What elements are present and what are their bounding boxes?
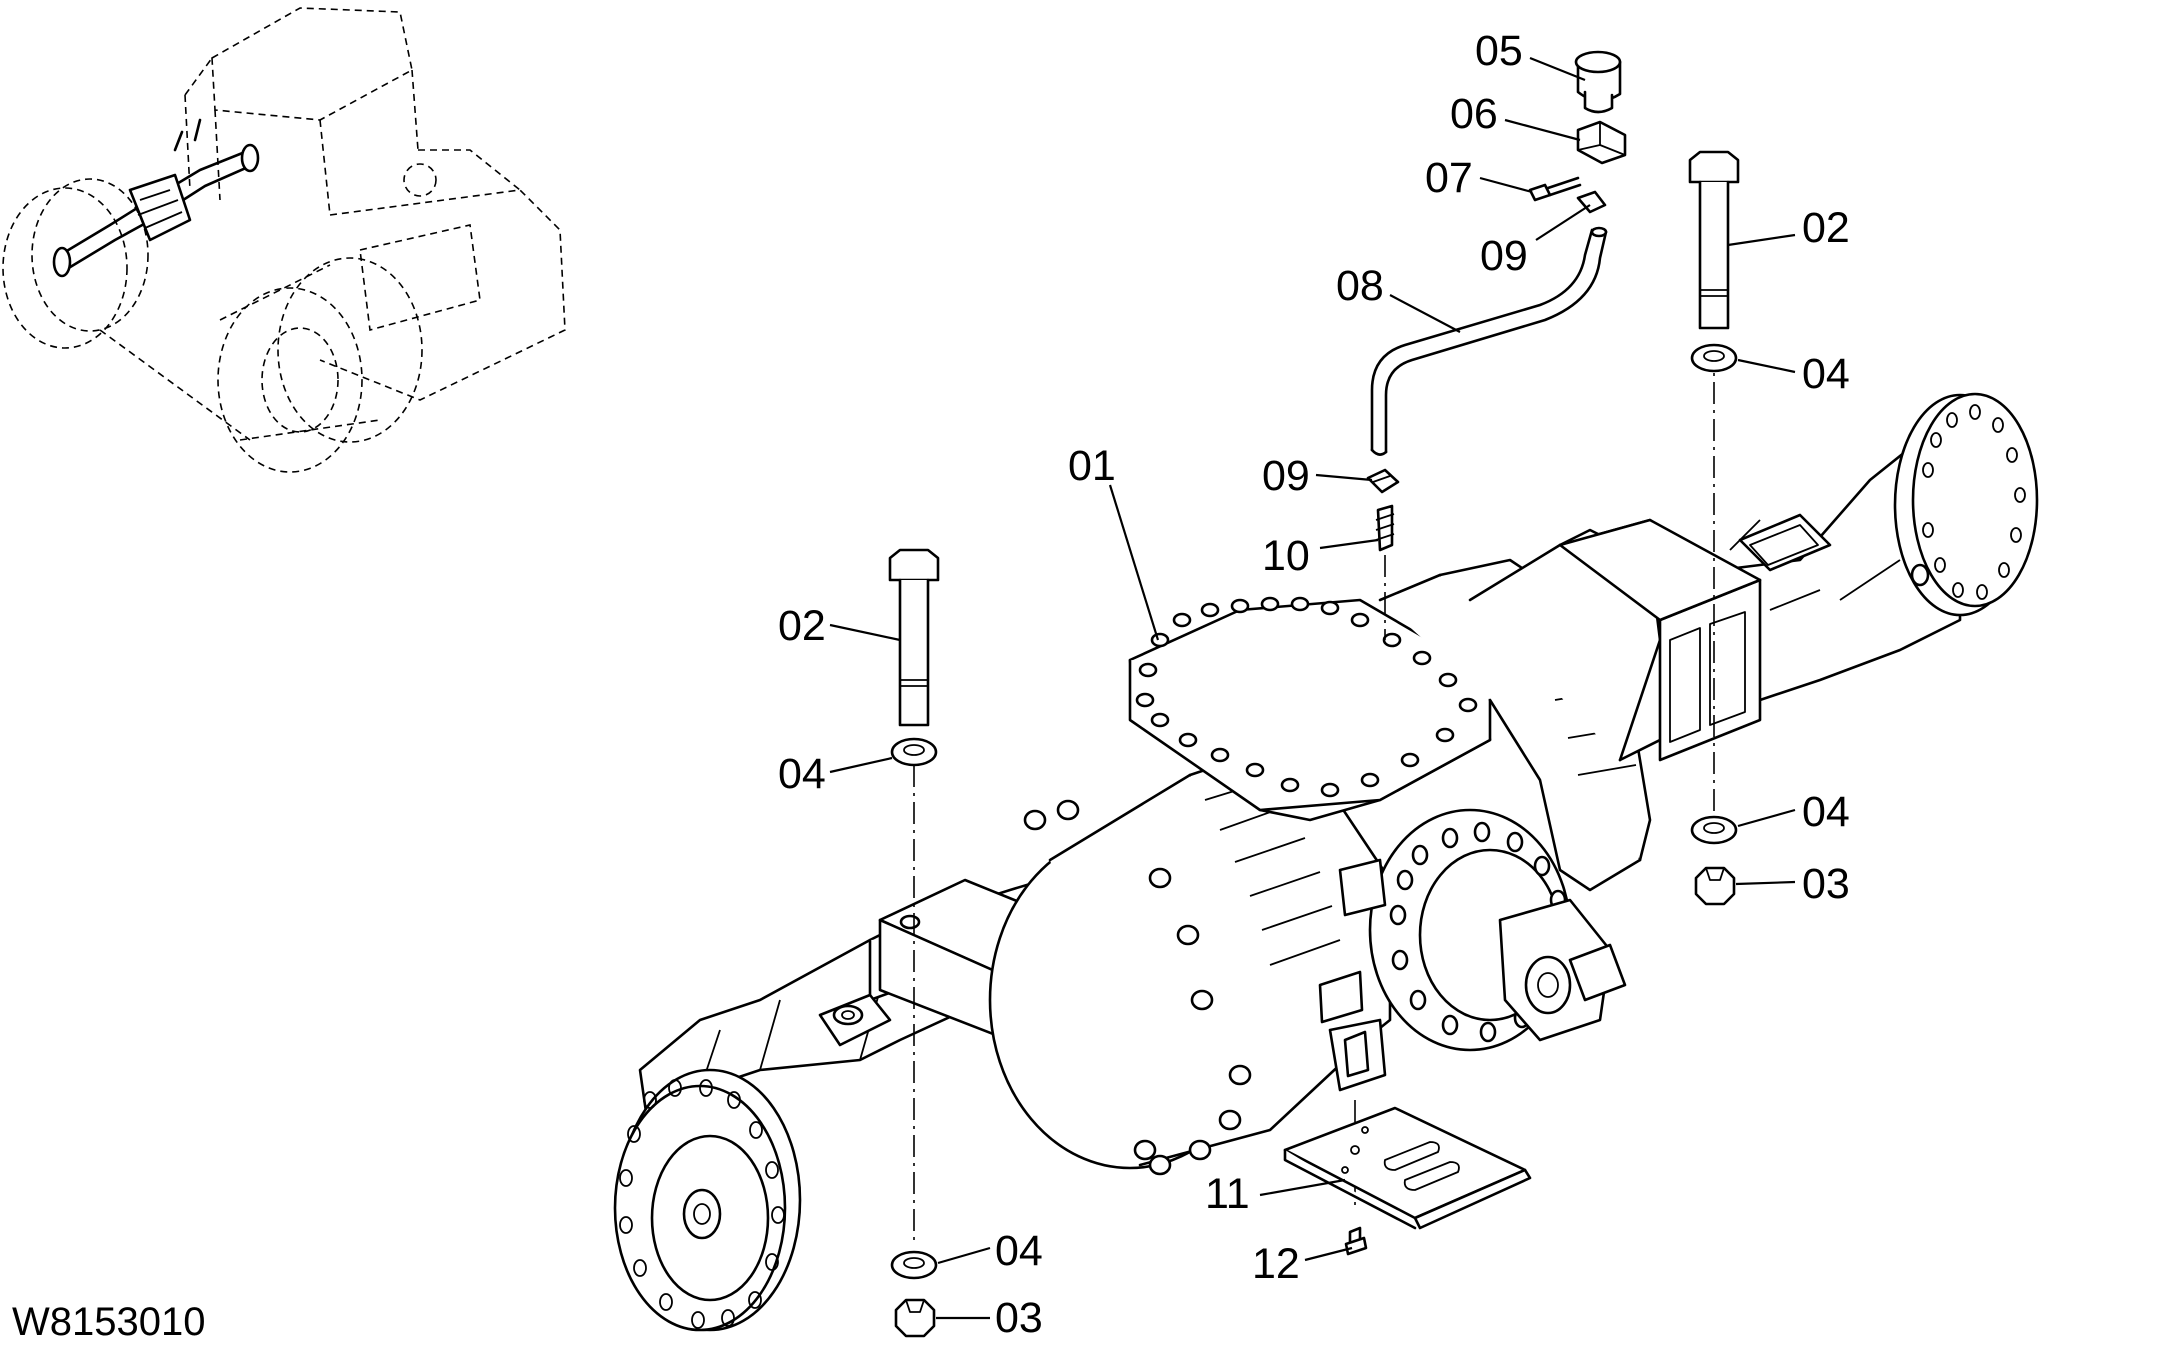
part-10-adapter: [1375, 504, 1395, 552]
part-04-right-upper-washer: [1690, 343, 1738, 373]
callout-03-right: 03: [1802, 860, 1850, 908]
part-03-left-nut: [894, 1298, 936, 1338]
part-08-breather-hose: [1370, 226, 1608, 456]
callout-12: 12: [1252, 1240, 1300, 1288]
part-04-left-upper-washer: [890, 737, 938, 767]
part-11-guard-plate: [1283, 1106, 1532, 1230]
right-wheel-flange: [1893, 392, 2039, 617]
callout-10: 10: [1262, 532, 1310, 580]
leader-lines: [829, 56, 1796, 1320]
callout-09-lower: 09: [1262, 452, 1310, 500]
callout-03-left: 03: [995, 1294, 1043, 1342]
callout-02-left: 02: [778, 602, 826, 650]
callout-09-upper: 09: [1480, 232, 1528, 280]
callout-05: 05: [1475, 27, 1523, 75]
part-06-elbow-block: [1576, 120, 1627, 165]
callout-labels: 05 06 07 09 08 02 04 01 09 10 02 04 04 0…: [778, 27, 1850, 1342]
callout-04-right-lower: 04: [1802, 788, 1850, 836]
part-03-right-nut: [1694, 866, 1736, 906]
right-axle-arm: [1468, 438, 1962, 762]
part-12-bolt: [1344, 1226, 1368, 1256]
part-05-breather-cap: [1574, 50, 1622, 114]
callout-01: 01: [1068, 442, 1116, 490]
callout-04-left-upper: 04: [778, 750, 826, 798]
callout-11: 11: [1205, 1170, 1250, 1218]
callout-04-left-lower: 04: [995, 1227, 1043, 1275]
part-04-right-lower-washer: [1690, 815, 1738, 845]
vehicle-locator-thumbnail: [2, 7, 566, 473]
callout-06: 06: [1450, 90, 1498, 138]
diagram-reference-code: W8153010: [12, 1300, 205, 1344]
callout-07: 07: [1425, 154, 1473, 202]
part-02-left-mounting-bolt: [888, 548, 940, 727]
part-04-left-lower-washer: [890, 1250, 938, 1280]
part-09-lower-fitting: [1366, 468, 1400, 494]
callout-02-right: 02: [1802, 204, 1850, 252]
callout-04-right-upper: 04: [1802, 350, 1850, 398]
left-wheel-flange: [613, 1068, 802, 1332]
part-02-right-mounting-bolt: [1688, 150, 1740, 330]
part-07-bolt: [1528, 176, 1582, 202]
axle-housing-assembly: [613, 392, 2039, 1332]
callout-08: 08: [1336, 262, 1384, 310]
